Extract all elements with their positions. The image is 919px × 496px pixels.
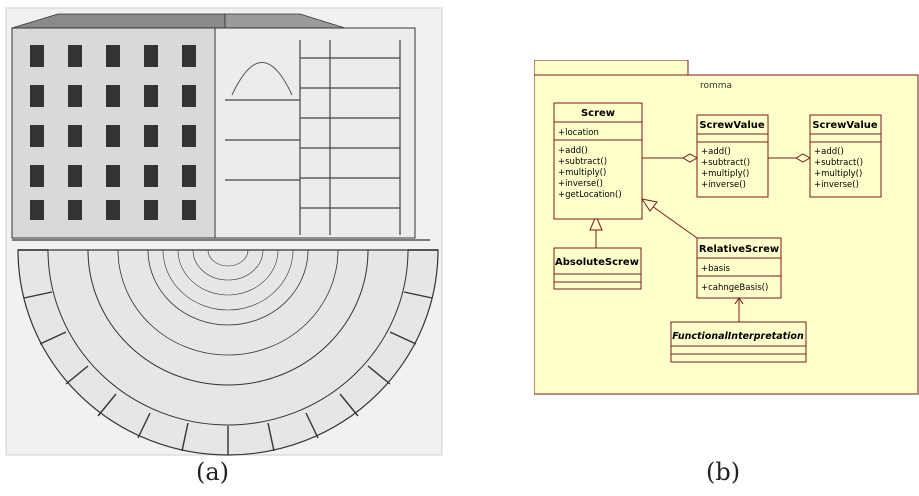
class-method: +subtract() (814, 158, 863, 168)
uml-diagram: romma Screw +location +add() +subtract()… (534, 60, 919, 395)
class-name: ScrewValue (812, 120, 878, 131)
class-screw-value-2[interactable]: ScrewValue +add() +subtract() +multiply(… (810, 115, 881, 197)
panopticon-drawing (0, 0, 450, 462)
class-attribute: +basis (701, 264, 731, 274)
section-cut (215, 28, 415, 238)
class-method: +inverse() (701, 180, 746, 190)
class-attribute: +location (558, 128, 599, 138)
class-name: ScrewValue (699, 120, 765, 131)
caption-a: (a) (196, 458, 229, 486)
class-screw[interactable]: Screw +location +add() +subtract() +mult… (554, 103, 642, 219)
class-method: +multiply() (701, 169, 749, 179)
class-method: +multiply() (558, 168, 606, 178)
class-method: +inverse() (558, 179, 603, 189)
class-method: +subtract() (701, 158, 750, 168)
class-method: +inverse() (814, 180, 859, 190)
class-name: FunctionalInterpretation (672, 331, 804, 342)
class-method: +add() (701, 147, 731, 157)
class-relative-screw[interactable]: RelativeScrew +basis +cahngeBasis() (697, 238, 781, 298)
class-method: +getLocation() (558, 190, 622, 200)
class-method: +cahngeBasis() (701, 283, 768, 293)
class-absolute-screw[interactable]: AbsoluteScrew (554, 248, 641, 289)
class-functional-interpretation[interactable]: FunctionalInterpretation (671, 322, 806, 362)
class-name: Screw (581, 108, 615, 119)
class-method: +add() (558, 146, 588, 156)
class-method: +add() (814, 147, 844, 157)
caption-b: (b) (706, 458, 740, 486)
package-tab (534, 60, 688, 75)
package-label: romma (700, 81, 732, 91)
class-screw-value-1[interactable]: ScrewValue +add() +subtract() +multiply(… (697, 115, 768, 197)
class-name: RelativeScrew (699, 244, 779, 255)
class-method: +subtract() (558, 157, 607, 167)
class-name: AbsoluteScrew (555, 257, 639, 268)
class-method: +multiply() (814, 169, 862, 179)
